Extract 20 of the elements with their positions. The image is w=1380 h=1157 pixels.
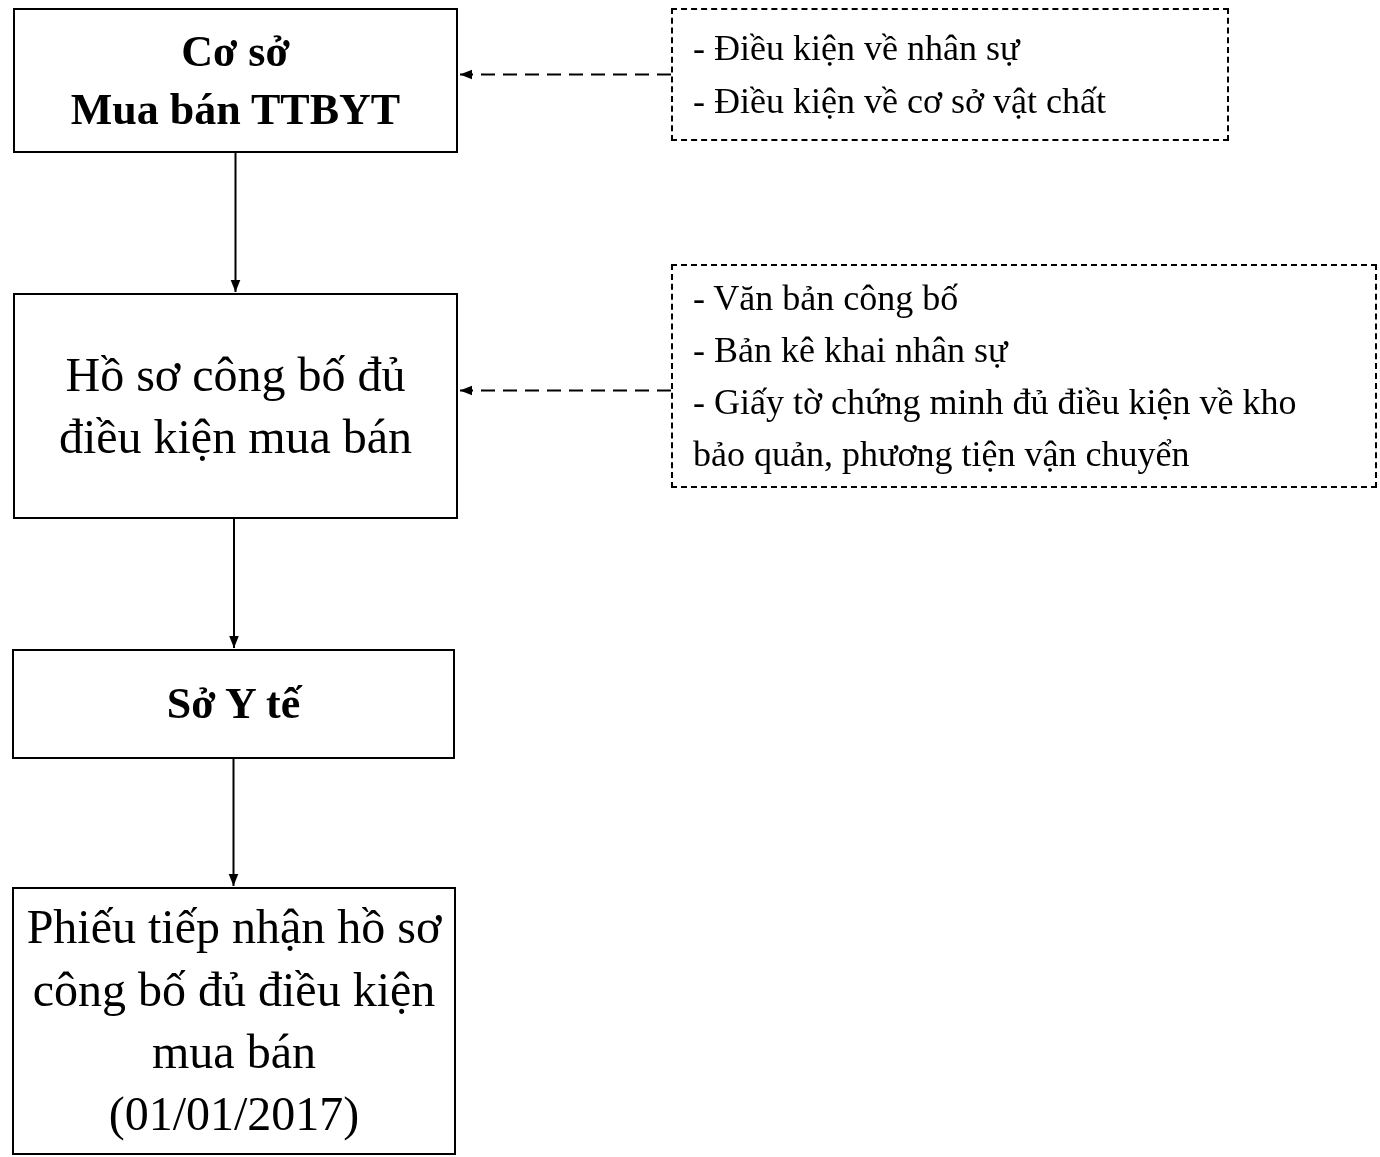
process-box [12, 649, 455, 759]
note-box [671, 264, 1377, 488]
process-box [13, 8, 458, 153]
note-text: - Giấy tờ chứng minh đủ điều kiện về kho bảo quản, phương tiện vận chuyển [693, 381, 1298, 477]
note-text: - Văn bản công bố [693, 276, 960, 320]
arrow [459, 385, 672, 396]
note-text: - Bản kê khai nhân sự [693, 328, 1010, 372]
arrow [230, 152, 241, 293]
note-text: - Điều kiện về nhân sự [693, 27, 1022, 71]
arrow [459, 69, 672, 80]
box-label: Cơ sở [181, 26, 290, 79]
arrow [228, 758, 239, 887]
process-box [13, 293, 458, 519]
arrow [229, 518, 239, 649]
note-box [671, 8, 1229, 141]
box-label: Sở Y tế [166, 678, 301, 731]
box-label: Phiếu tiếp nhận hồ sơ công bố đủ điều kiện mua bán (01/01/2017) [26, 899, 442, 1143]
note-text: - Điều kiện về cơ sở vật chất [693, 79, 1107, 123]
box-label: Mua bán TTBYT [70, 83, 401, 136]
box-label: Hồ sơ công bố đủ điều kiện mua bán [57, 346, 414, 465]
